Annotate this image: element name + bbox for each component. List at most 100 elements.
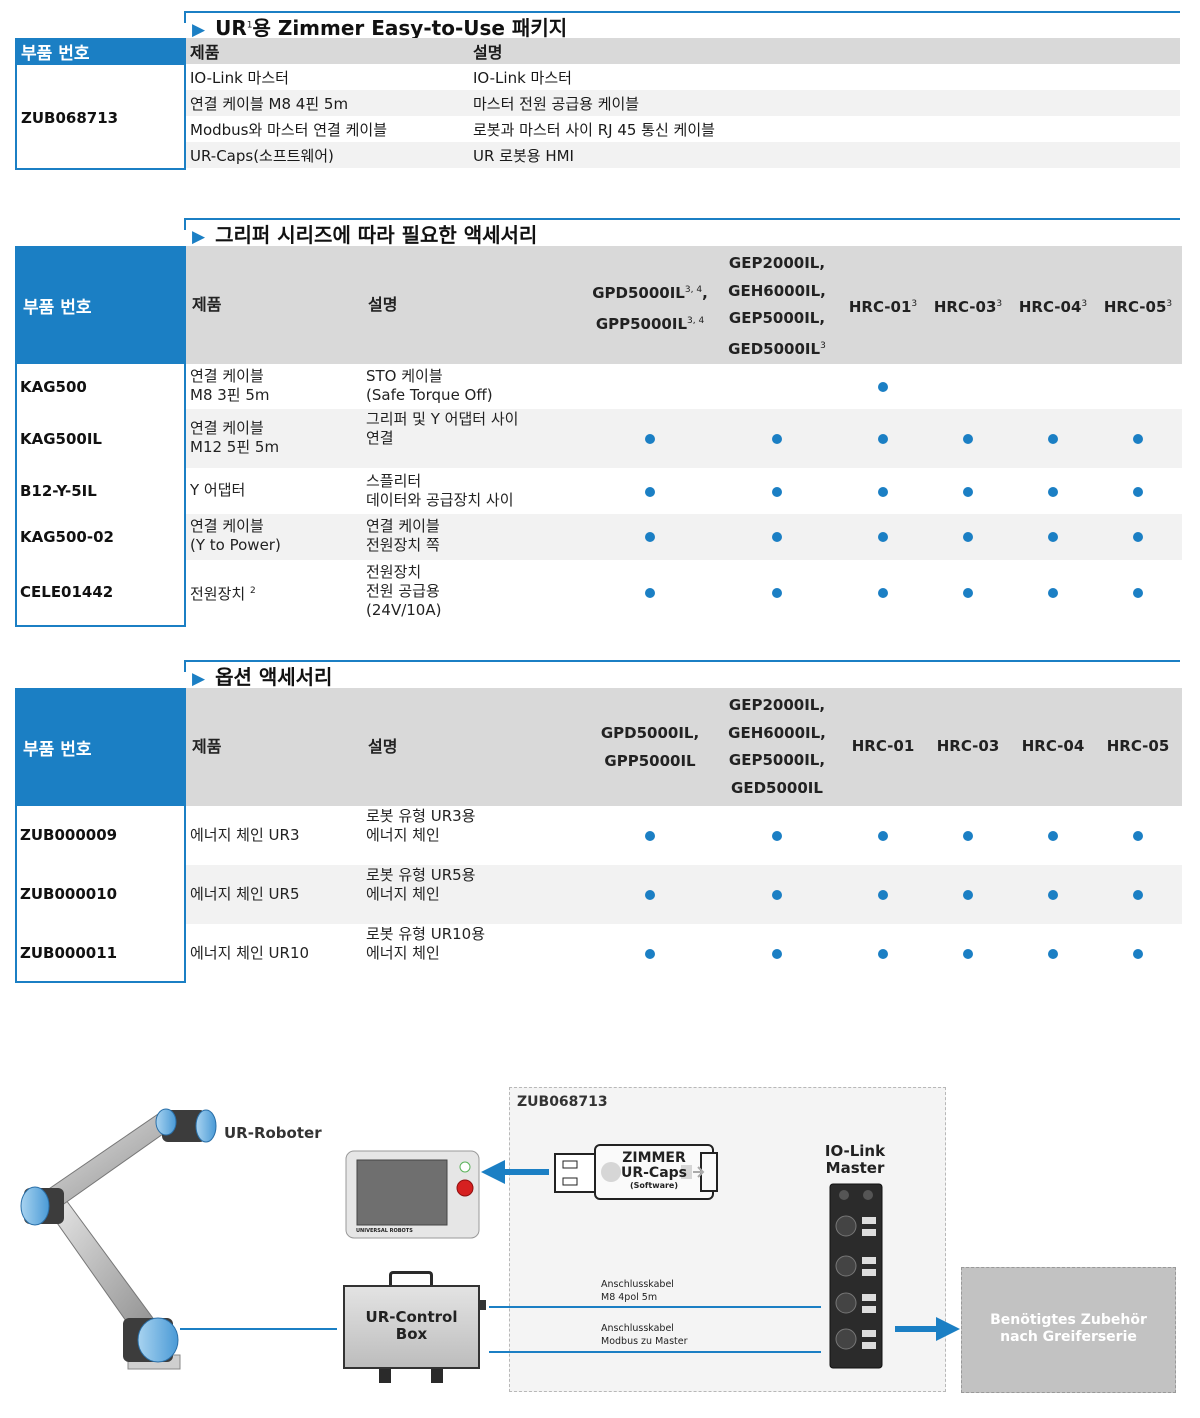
availability-dot [878,890,888,900]
section3-rule [184,660,1180,672]
part-number-cell: ZUB000010 [20,885,118,903]
desc-cell: STO 케이블(Safe Torque Off) [366,367,493,404]
availability-dot [1133,890,1143,900]
availability-dot [1048,487,1058,497]
desc-cell: 마스터 전원 공급용 케이블 [473,94,640,113]
part-number-cell: ZUB000009 [20,826,118,844]
availability-dot [645,532,655,542]
availability-dot [878,434,888,444]
availability-dot [963,532,973,542]
availability-dot [878,487,888,497]
product-cell: IO-Link 마스터 [190,68,289,87]
table-row [186,865,1182,924]
availability-dot [963,949,973,959]
usb-stick-illustration [554,1144,718,1200]
play-triangle-icon: ▶ [192,227,206,247]
product-cell: 에너지 체인 UR3 [190,826,300,844]
section1-title: ▶UR1용 Zimmer Easy-to-Use 패키지 [192,16,568,40]
play-triangle-icon: ▶ [192,20,206,40]
product-cell: 에너지 체인 UR10 [190,944,310,962]
col-gpd-header: GPD5000IL, GPP5000IL [600,724,700,770]
availability-dot [1133,831,1143,841]
arrow-right-icon [895,1317,960,1341]
control-box-foot-right [431,1369,443,1383]
col-gpd-header: GPD5000IL3, 4, GPP5000IL3, 4 [592,284,708,333]
availability-dot [772,434,782,444]
pendant-brand: UNIVERSAL ROBOTS [356,1228,413,1234]
availability-dot [1133,487,1143,497]
control-box-label: UR-Control Box [365,1308,458,1343]
availability-dot [1133,434,1143,444]
col-desc-header: 설명 [473,43,503,62]
cable-m8 [489,1306,821,1308]
availability-dot [772,588,782,598]
availability-dot [878,831,888,841]
col-desc-header: 설명 [368,295,398,314]
availability-dot [645,890,655,900]
product-cell: 연결 케이블 M8 4핀 5m [190,94,349,113]
product-cell: 전원장치 2 [190,585,256,603]
table-row [186,806,1182,865]
product-cell: Y 어댑터 [190,481,246,499]
table-row [186,560,1182,626]
part-number-value: ZUB068713 [21,108,119,127]
control-box-side-port [480,1300,486,1310]
availability-dot [963,588,973,598]
part-number-column: 부품 번호 [15,246,186,627]
table-row [186,468,1182,514]
section1-rule [184,11,1180,23]
teach-pendant-illustration [345,1150,480,1239]
robot-label: UR-Roboter [224,1124,322,1142]
part-number-cell: CELE01442 [20,583,114,601]
part-number-header: 부품 번호 [17,246,184,364]
section1-table-header: 제품 설명 [186,38,1180,64]
col-hrc05-header: HRC-053 [1103,298,1173,316]
col-hrc04-header: HRC-043 [1018,298,1088,316]
col-hrc05-header: HRC-05 [1106,737,1170,755]
section2-title: ▶그리퍼 시리즈에 따라 필요한 액세서리 [192,223,538,247]
product-cell: 에너지 체인 UR5 [190,885,300,903]
availability-dot [1048,588,1058,598]
table-row: Modbus와 마스터 연결 케이블 로봇과 마스터 사이 RJ 45 통신 케… [186,116,1180,142]
part-number-column: 부품 번호 [15,688,186,983]
col-hrc03-header: HRC-033 [933,298,1003,316]
accessory-label: Benötigtes Zubehör nach Greiferserie [990,1312,1147,1345]
part-number-header: 부품 번호 [15,38,186,65]
arrow-left-icon [481,1160,549,1184]
col-hrc03-header: HRC-03 [936,737,1000,755]
cable-modbus [489,1351,821,1353]
play-triangle-icon: ▶ [192,669,206,689]
part-number-cell: KAG500-02 [20,528,114,546]
section2-rule [184,218,1180,230]
control-box-foot-left [379,1369,391,1383]
table-row [186,924,1182,983]
availability-dot [1048,434,1058,444]
availability-dot [963,890,973,900]
col-hrc04-header: HRC-04 [1021,737,1085,755]
availability-dot [963,487,973,497]
availability-dot [645,831,655,841]
package-label: ZUB068713 [517,1094,608,1110]
product-cell: UR-Caps(소프트웨어) [190,146,334,165]
product-cell: 연결 케이블(Y to Power) [190,517,281,554]
col-product-header: 제품 [192,737,222,756]
availability-dot [878,588,888,598]
product-cell: Modbus와 마스터 연결 케이블 [190,120,387,139]
part-number-cell: ZUB000011 [20,944,118,962]
col-hrc01-header: HRC-01 [851,737,915,755]
section2-table-header [186,246,1182,364]
availability-dot [1048,949,1058,959]
desc-cell: UR 로봇용 HMI [473,146,574,165]
availability-dot [878,532,888,542]
part-number-cell: B12-Y-5IL [20,482,97,500]
col-gep-header: GEP2000IL, GEH6000IL, GEP5000IL, GED5000… [728,696,826,797]
usb-label: ZIMMER UR-Caps (Software) [620,1150,688,1191]
table-row [186,514,1182,560]
